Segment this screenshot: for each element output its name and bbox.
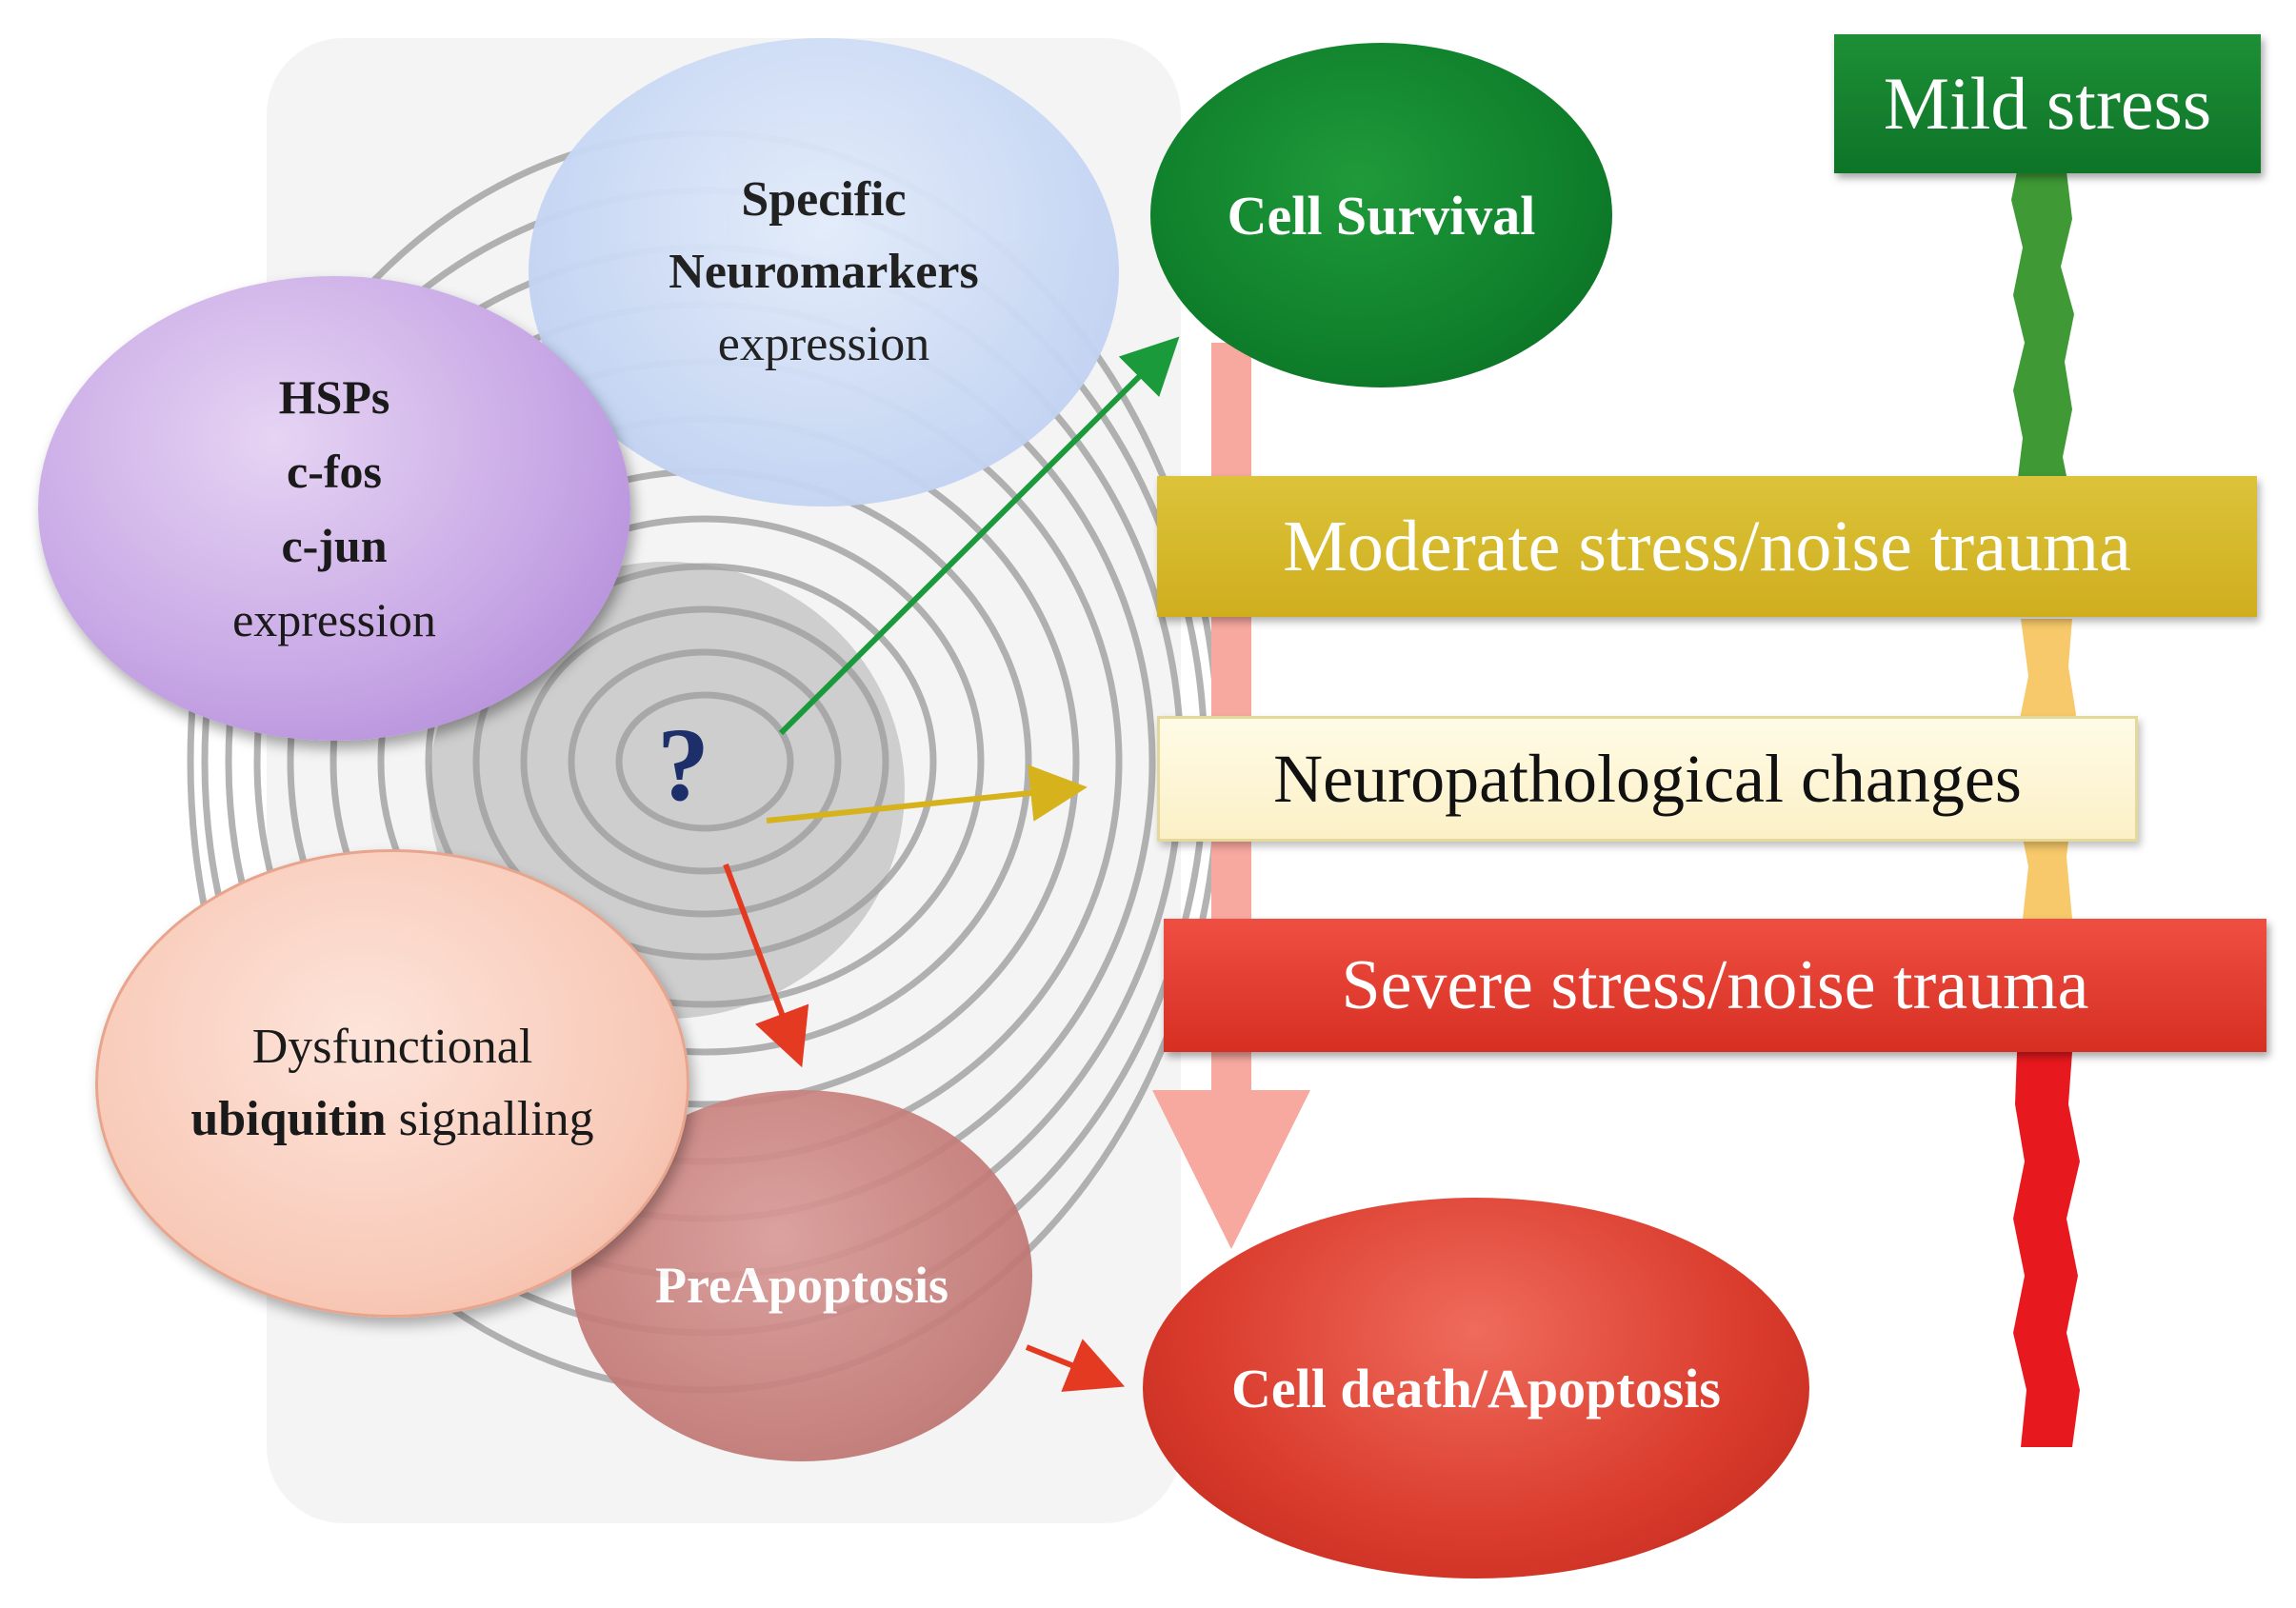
cell-survival-label: Cell Survival	[1227, 184, 1536, 247]
arrow-to-preapoptosis	[723, 863, 809, 1068]
stress-severity-bar	[2011, 171, 2080, 1447]
ubiquitin-node: Dysfunctional ubiquitin signalling	[95, 849, 689, 1318]
arrow-to-cell-death	[1025, 1339, 1126, 1392]
hsps-line3: c-jun	[281, 519, 388, 572]
hsps-line4: expression	[232, 593, 436, 646]
severe-stress-label: Severe stress/noise trauma	[1164, 919, 2266, 1052]
cell-death-node: Cell death/Apoptosis	[1143, 1198, 1809, 1578]
mild-stress-label: Mild stress	[1834, 34, 2261, 173]
cell-survival-node: Cell Survival	[1150, 43, 1612, 387]
ubiquitin-line2: ubiquitin signalling	[190, 1083, 593, 1156]
neuromarkers-line3: expression	[717, 317, 930, 371]
hsps-line1: HSPs	[278, 370, 390, 424]
question-mark: ?	[657, 706, 709, 823]
ubiquitin-bold-word: ubiquitin	[190, 1092, 387, 1146]
moderate-stress-label: Moderate stress/noise trauma	[1157, 476, 2257, 617]
hsps-line2: c-fos	[287, 445, 382, 498]
cell-death-label: Cell death/Apoptosis	[1230, 1357, 1721, 1419]
neuromarkers-line1: Specific	[741, 172, 907, 227]
preapoptosis-label: PreApoptosis	[654, 1257, 949, 1314]
arrow-to-survival	[778, 336, 1180, 736]
hsps-node: HSPs c-fos c-jun expression	[38, 276, 630, 741]
neuromarkers-line2: Neuromarkers	[669, 245, 979, 299]
arrow-to-neuropathology	[766, 764, 1088, 824]
ubiquitin-line1: Dysfunctional	[251, 1020, 533, 1074]
ubiquitin-line2-rest: signalling	[386, 1092, 594, 1146]
neuropathological-changes-label: Neuropathological changes	[1157, 716, 2138, 842]
neuromarkers-node: Specific Neuromarkers expression	[529, 38, 1119, 506]
